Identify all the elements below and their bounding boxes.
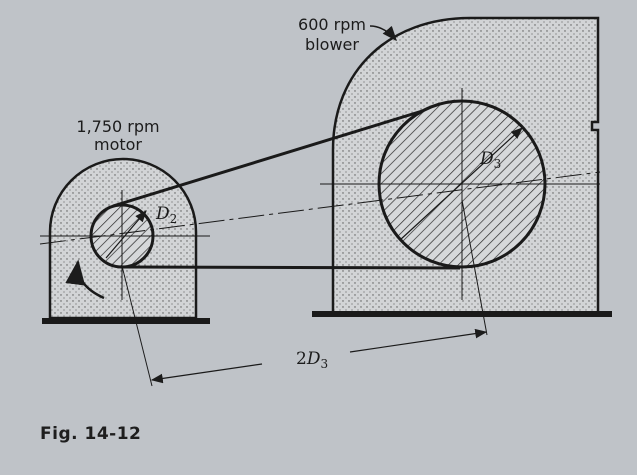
center-distance-line-left — [150, 363, 263, 384]
belt-upper — [112, 99, 456, 208]
centerline-connect — [39, 171, 601, 245]
blower-extension-line — [461, 199, 488, 336]
d2-label: D2 — [155, 204, 177, 226]
center-distance-label: 2D3 — [296, 349, 328, 371]
d3-diameter-line — [399, 127, 523, 241]
belt-lower — [121, 265, 461, 270]
blower-speed-label: 600 rpm — [298, 15, 366, 34]
blower-pointer-arrow — [369, 25, 397, 42]
d2-diameter-line — [105, 210, 147, 259]
motor-name-label: motor — [94, 135, 142, 154]
motor-base — [42, 318, 210, 324]
motor-extension-line — [121, 265, 153, 387]
figure-caption: Fig. 14-12 — [40, 424, 142, 444]
center-distance-line-right — [349, 328, 488, 353]
motor-speed-label: 1,750 rpm — [76, 117, 159, 136]
blower-base — [312, 311, 612, 317]
blower-name-label: blower — [305, 35, 359, 54]
rotation-arrow-icon — [65, 259, 105, 300]
d3-label: D3 — [479, 149, 501, 171]
